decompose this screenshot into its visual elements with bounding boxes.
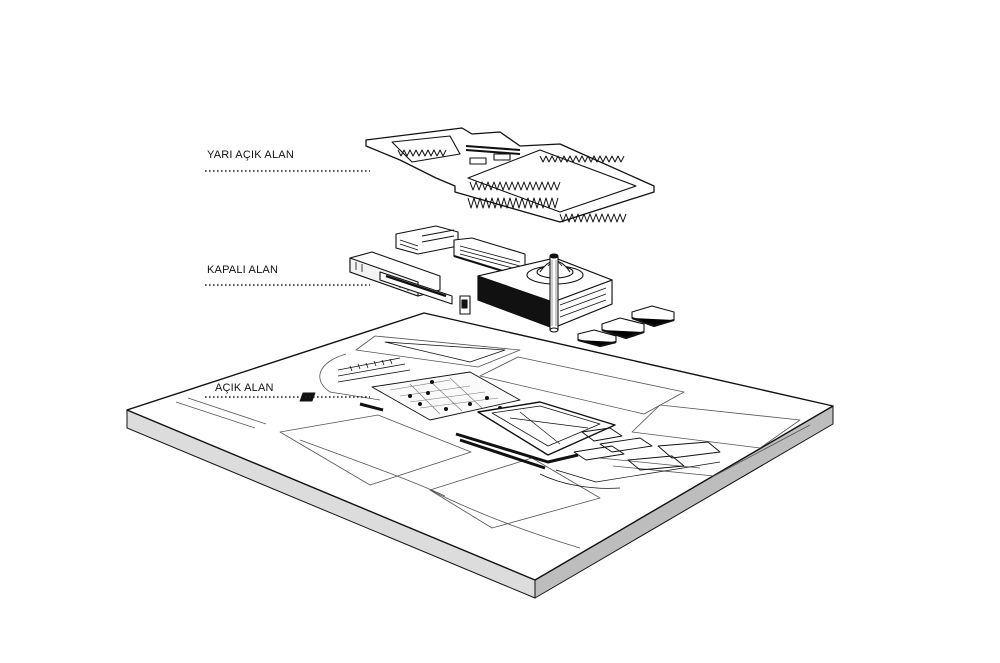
- label-semi-open-area: YARI AÇIK ALAN: [207, 149, 294, 161]
- pavilion-2: [601, 317, 645, 340]
- parking-rows: [337, 357, 411, 383]
- site-edge-curve: [539, 461, 721, 489]
- main-building-footprint: [477, 401, 616, 456]
- annex-plot-5: [627, 455, 685, 471]
- canopy-courtyard-east: [467, 149, 637, 213]
- boundary-walls: [455, 432, 579, 470]
- central-complex-plan: [299, 341, 721, 489]
- plaza-grid: [389, 377, 499, 415]
- canopy-arches-east-1: [469, 181, 561, 191]
- annex-plot-1: [581, 427, 623, 442]
- annex-plot-2: [599, 437, 653, 453]
- label-open-area: AÇIK ALAN: [215, 382, 274, 394]
- canopy-unit-2: [493, 153, 511, 161]
- closed-buildings-layer: [349, 225, 675, 348]
- building-block-west: [349, 225, 459, 305]
- canopy-arches-east-4: [539, 155, 625, 163]
- canopy-unit-1: [469, 157, 487, 165]
- canopy-arches-east-3: [559, 213, 627, 223]
- small-kiosk: [459, 295, 471, 315]
- boundary-wall-small: [359, 402, 384, 412]
- semi-open-canopy-layer: [365, 127, 655, 223]
- road-curve-west: [319, 353, 381, 401]
- main-building-roof-lines: [509, 411, 589, 445]
- canopy-arches-west: [397, 149, 447, 157]
- canopy-arches-east-2: [467, 197, 559, 209]
- parcel-left: [279, 414, 472, 486]
- annex-plot-4: [657, 441, 721, 459]
- main-building-inner: [491, 405, 601, 447]
- road-left-curve: [175, 397, 267, 429]
- pavilion-3: [631, 305, 675, 328]
- leader-lines: [205, 170, 370, 398]
- parcel-top-left: [355, 335, 521, 368]
- parcel-top-right: [479, 356, 685, 415]
- minaret: [549, 253, 559, 333]
- site-plan-layer: [126, 312, 834, 599]
- canopy-inner-walls: [465, 145, 521, 155]
- parcel-bottom: [429, 457, 601, 529]
- label-closed-area: KAPALI ALAN: [207, 264, 279, 276]
- building-bar-north: [453, 237, 526, 274]
- triangle-plot: [384, 341, 506, 363]
- parcel-right: [631, 404, 801, 449]
- annex-plot-3: [573, 445, 625, 461]
- plaza-trees: [408, 380, 502, 411]
- pavilion-1: [577, 329, 617, 348]
- road-bottom-curve: [299, 439, 581, 549]
